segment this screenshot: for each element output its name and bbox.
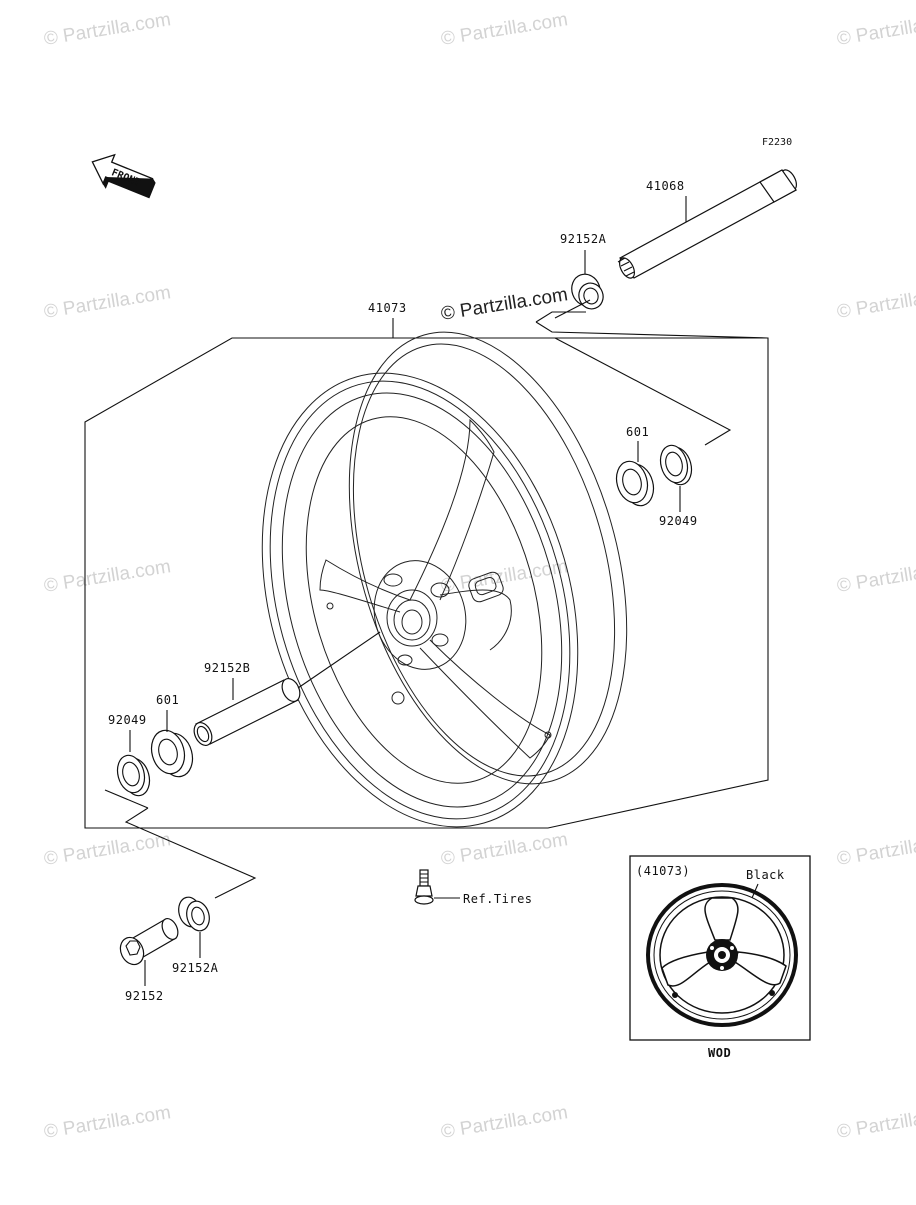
- part-label-92049-right: 92049: [659, 514, 698, 528]
- watermark: © Partzilla.com: [439, 9, 569, 50]
- part-label-41068: 41068: [646, 179, 685, 193]
- part-label-41073: 41073: [368, 301, 407, 315]
- part-label-92152B: 92152B: [204, 661, 250, 675]
- seal-92049-right: [659, 444, 693, 486]
- valve-stem-icon: [414, 869, 434, 905]
- spacer-insert-guide: [297, 631, 381, 689]
- collar-92152A-top: [571, 273, 604, 310]
- watermark: © Partzilla.com: [835, 9, 916, 50]
- watermark: © Partzilla.com: [835, 556, 916, 597]
- axle-41068: [617, 169, 797, 279]
- watermark: © Partzilla.com: [42, 829, 172, 870]
- color-variant-inset: (41073) Black WOD: [629, 855, 811, 1060]
- watermark: © Partzilla.com: [835, 829, 916, 870]
- part-label-92152A-top: 92152A: [560, 232, 607, 246]
- seal-92049-left: [116, 754, 151, 797]
- watermark: © Partzilla.com: [42, 1102, 172, 1143]
- bearing-601-left: [150, 729, 194, 778]
- wheel-41073: [261, 331, 628, 828]
- collar-92152A-bottom: [178, 896, 210, 932]
- part-label-92152A-bottom: 92152A: [172, 961, 219, 975]
- inset-color-label: Black: [746, 868, 785, 882]
- part-label-601-left: 601: [156, 693, 179, 707]
- watermark-center: © Partzilla.com: [439, 284, 569, 325]
- watermark: © Partzilla.com: [42, 282, 172, 323]
- watermark: © Partzilla.com: [835, 1102, 916, 1143]
- axle-insert-guide-top: [535, 299, 769, 446]
- collar-92152: [119, 918, 179, 966]
- watermark: © Partzilla.com: [42, 9, 172, 50]
- part-label-92152: 92152: [125, 989, 164, 1003]
- figure-code: F2230: [762, 137, 792, 148]
- watermark: © Partzilla.com: [42, 556, 172, 597]
- axle-insert-guide-bottom: [104, 789, 257, 899]
- inset-caption: WOD: [708, 1046, 731, 1060]
- valve-ref-label: Ref.Tires: [463, 892, 533, 906]
- watermark: © Partzilla.com: [439, 1102, 569, 1143]
- watermark: © Partzilla.com: [439, 829, 569, 870]
- inset-ref-label: (41073): [636, 864, 690, 878]
- spacer-92152B: [193, 678, 301, 746]
- wheel-assembly-frame: [84, 337, 769, 829]
- part-label-92049-left: 92049: [108, 713, 147, 727]
- part-label-601-right: 601: [626, 425, 649, 439]
- front-arrow-icon: FRONT: [91, 153, 156, 199]
- watermark: © Partzilla.com: [835, 282, 916, 323]
- bearing-601-right: [615, 460, 655, 507]
